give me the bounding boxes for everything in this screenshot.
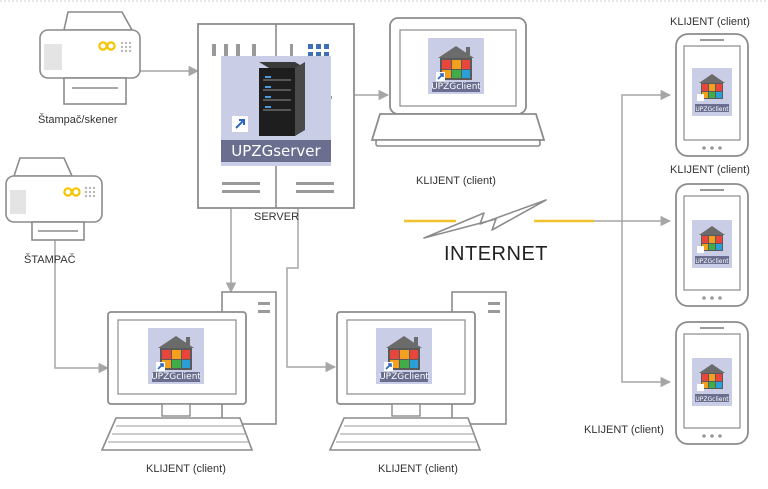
desktop-right-device — [328, 291, 507, 451]
phone-top-app-caption: UPZGclient — [695, 106, 729, 113]
connector-printer-desktop — [54, 240, 110, 374]
phone-middle-app-caption: UPZGclient — [695, 258, 729, 265]
printer-scanner-device — [39, 11, 141, 105]
laptop-client-label: KLIJENT (client) — [416, 175, 496, 187]
desktop-left-app-caption: UPZGclient — [151, 372, 201, 382]
phone-bottom-device — [675, 321, 749, 445]
laptop-app-caption: UPZGclient — [431, 82, 481, 92]
phone-middle-device — [675, 183, 749, 307]
server-device — [197, 23, 355, 209]
connector-internet-phone-bottom — [621, 221, 672, 388]
internet-link — [404, 199, 594, 239]
connector-server-desktop-right — [286, 208, 337, 373]
laptop-device — [370, 17, 546, 147]
internet-label: INTERNET — [444, 243, 548, 265]
connector-internet-phone-top — [592, 89, 672, 222]
printer-label: ŠTAMPAČ — [24, 254, 76, 266]
desktop-right-client-label: KLIJENT (client) — [378, 463, 458, 475]
phone-top-client-label: KLIJENT (client) — [670, 16, 750, 28]
server-app-caption: UPZGserver — [231, 142, 321, 160]
phone-top-device — [675, 33, 749, 157]
desktop-left-device — [100, 291, 277, 451]
phone-bottom-client-label: KLIJENT (client) — [584, 424, 664, 436]
desktop-left-client-label: KLIJENT (client) — [146, 463, 226, 475]
server-label: SERVER — [254, 211, 300, 223]
connectors — [54, 65, 672, 388]
printer-device — [5, 157, 103, 241]
phone-middle-client-label: KLIJENT (client) — [670, 164, 750, 176]
desktop-right-app-caption: UPZGclient — [379, 372, 429, 382]
printer-scanner-label: Štampač/skener — [38, 114, 118, 126]
phone-bottom-app-caption: UPZGclient — [695, 396, 729, 403]
upzgserver-app-icon — [221, 56, 331, 166]
